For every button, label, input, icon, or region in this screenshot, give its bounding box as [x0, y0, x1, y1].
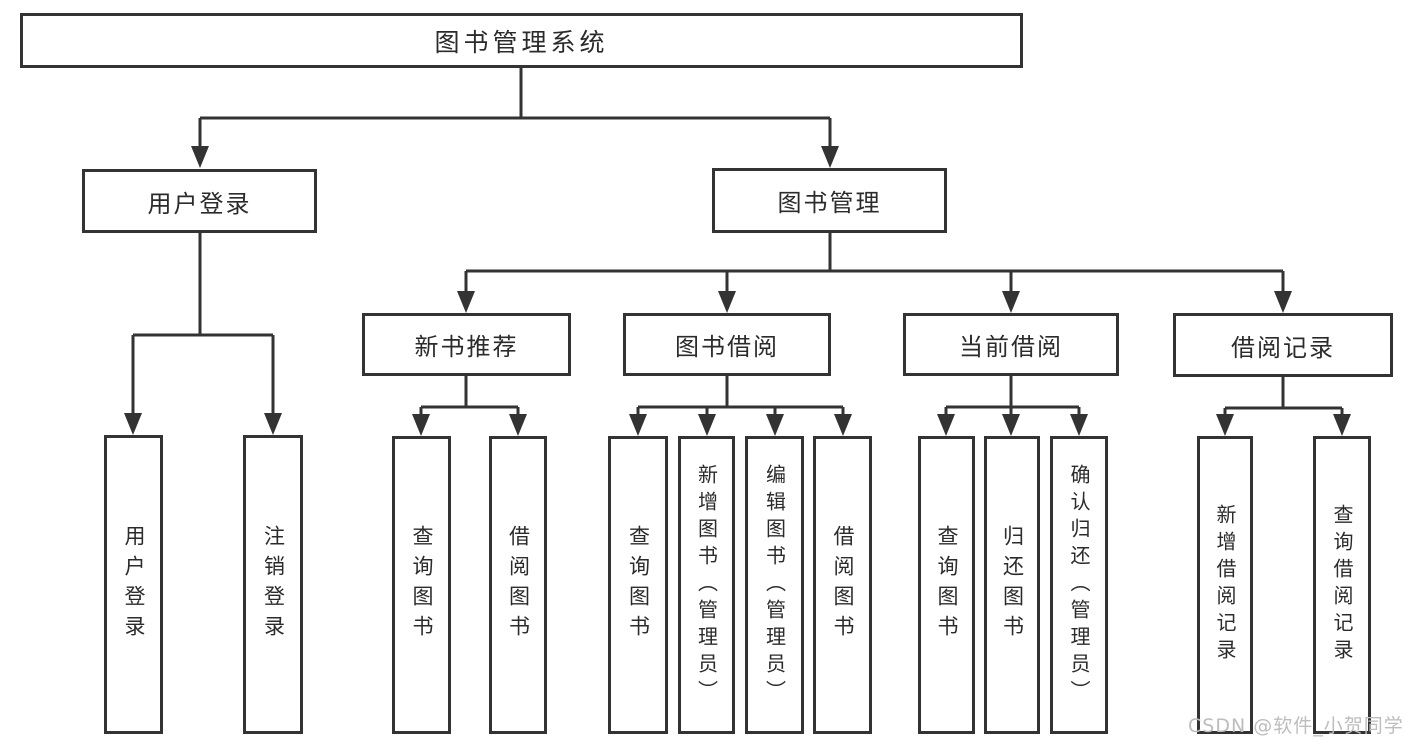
leaf-add-book-admin: 新增图书（管理员）	[678, 436, 735, 734]
node-book-management: 图书管理	[712, 168, 947, 233]
connector-root-to-level2	[198, 68, 832, 147]
leaf-logout-login: 注销登录	[243, 435, 303, 734]
leaf-add-borrow-record: 新增借阅记录	[1197, 436, 1253, 734]
node-book-borrow: 图书借阅	[623, 313, 831, 376]
node-current-borrow: 当前借阅	[903, 313, 1119, 376]
leaf-query-book-current: 查询图书	[918, 436, 975, 734]
leaf-query-book-borrow: 查询图书	[608, 436, 668, 734]
leaf-query-book-recommend: 查询图书	[392, 436, 451, 734]
leaf-query-borrow-record: 查询借阅记录	[1313, 436, 1371, 734]
leaf-borrow-book: 借阅图书	[813, 436, 872, 734]
leaf-user-login: 用户登录	[104, 435, 163, 734]
node-new-book-recommend: 新书推荐	[362, 313, 571, 376]
connector-current-borrow-children	[944, 375, 1081, 415]
node-user-login: 用户登录	[82, 169, 317, 233]
leaf-edit-book-admin: 编辑图书（管理员）	[745, 436, 804, 734]
node-borrow-records: 借阅记录	[1173, 313, 1393, 377]
leaf-confirm-return-admin: 确认归还（管理员）	[1050, 436, 1108, 734]
csdn-watermark: CSDN @软件_小贺同学	[1188, 715, 1404, 737]
leaf-return-book: 归还图书	[984, 436, 1040, 734]
connector-book-borrow-children	[636, 376, 845, 415]
connector-new-book-children	[419, 376, 520, 415]
node-library-system: 图书管理系统	[20, 13, 1023, 68]
connector-borrow-records-children	[1223, 377, 1344, 415]
connector-user-login-children	[131, 233, 275, 414]
connector-book-management-children	[464, 233, 1285, 292]
leaf-borrow-book-recommend: 借阅图书	[489, 436, 547, 734]
